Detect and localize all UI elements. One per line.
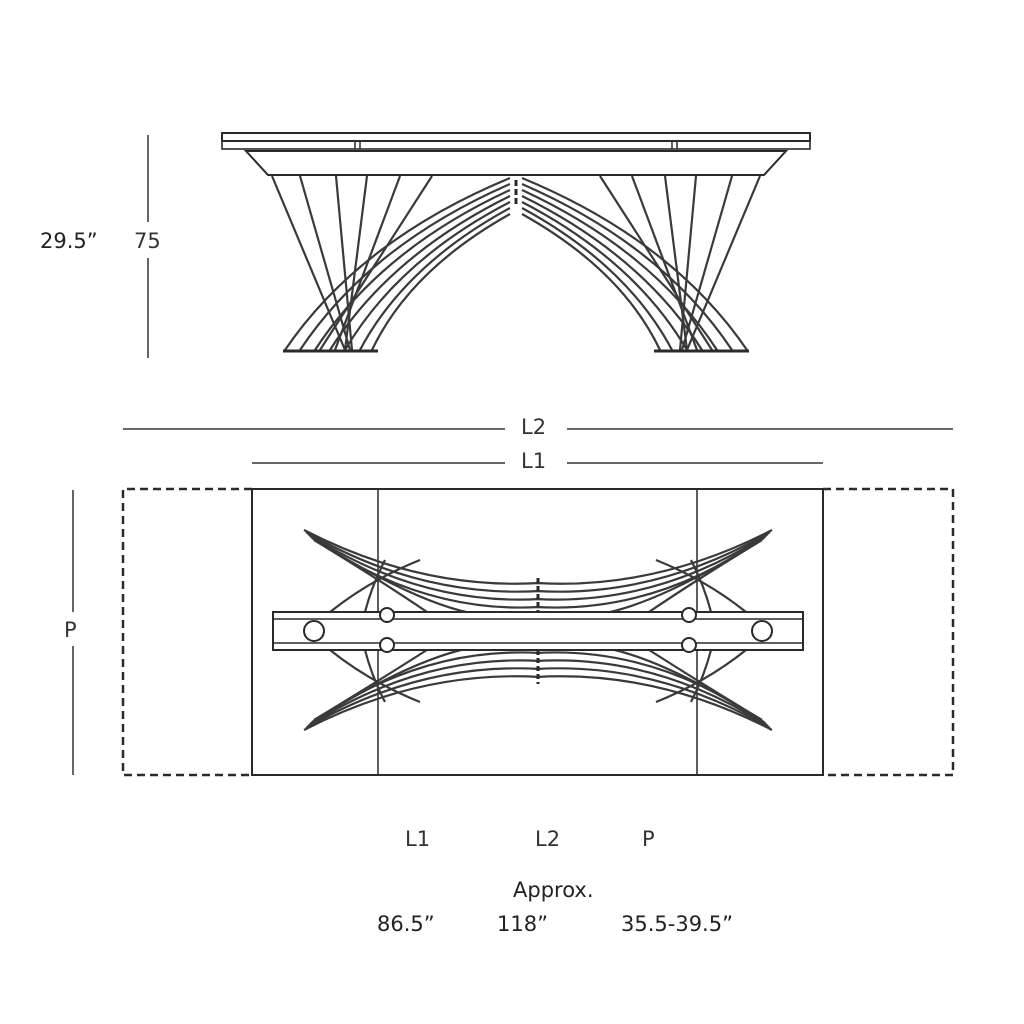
center-beam — [272, 607, 804, 653]
height-cm-label: 75 — [134, 229, 161, 253]
main-tabletop — [251, 488, 824, 776]
beam-bolt-right — [751, 620, 773, 642]
column-header-L2: L2 — [535, 827, 561, 851]
P-label: P — [64, 618, 77, 642]
right-extension-leaf — [823, 487, 955, 777]
apron — [243, 150, 789, 176]
beam-bolt-left — [303, 620, 325, 642]
right-leg — [521, 175, 762, 353]
L1-label: L1 — [521, 449, 547, 473]
column-header-L1: L1 — [405, 827, 431, 851]
height-inches-label: 29.5” — [40, 229, 98, 253]
approx-label: Approx. — [513, 878, 594, 902]
tabletop-bottom-layer — [221, 140, 811, 150]
left-leg — [270, 175, 511, 353]
length-dimensions — [72, 428, 953, 775]
left-extension-leaf — [121, 487, 252, 777]
tabletop-top-layer — [221, 132, 811, 142]
value-L2: 118” — [497, 912, 548, 936]
L2-label: L2 — [521, 415, 547, 439]
value-L1: 86.5” — [377, 912, 435, 936]
base-rods-upper — [303, 529, 773, 615]
column-header-P: P — [642, 827, 655, 851]
base-rods-lower — [303, 646, 773, 731]
top-view-plan — [121, 487, 955, 777]
side-view-elevation — [147, 132, 811, 358]
value-P: 35.5-39.5” — [621, 912, 733, 936]
